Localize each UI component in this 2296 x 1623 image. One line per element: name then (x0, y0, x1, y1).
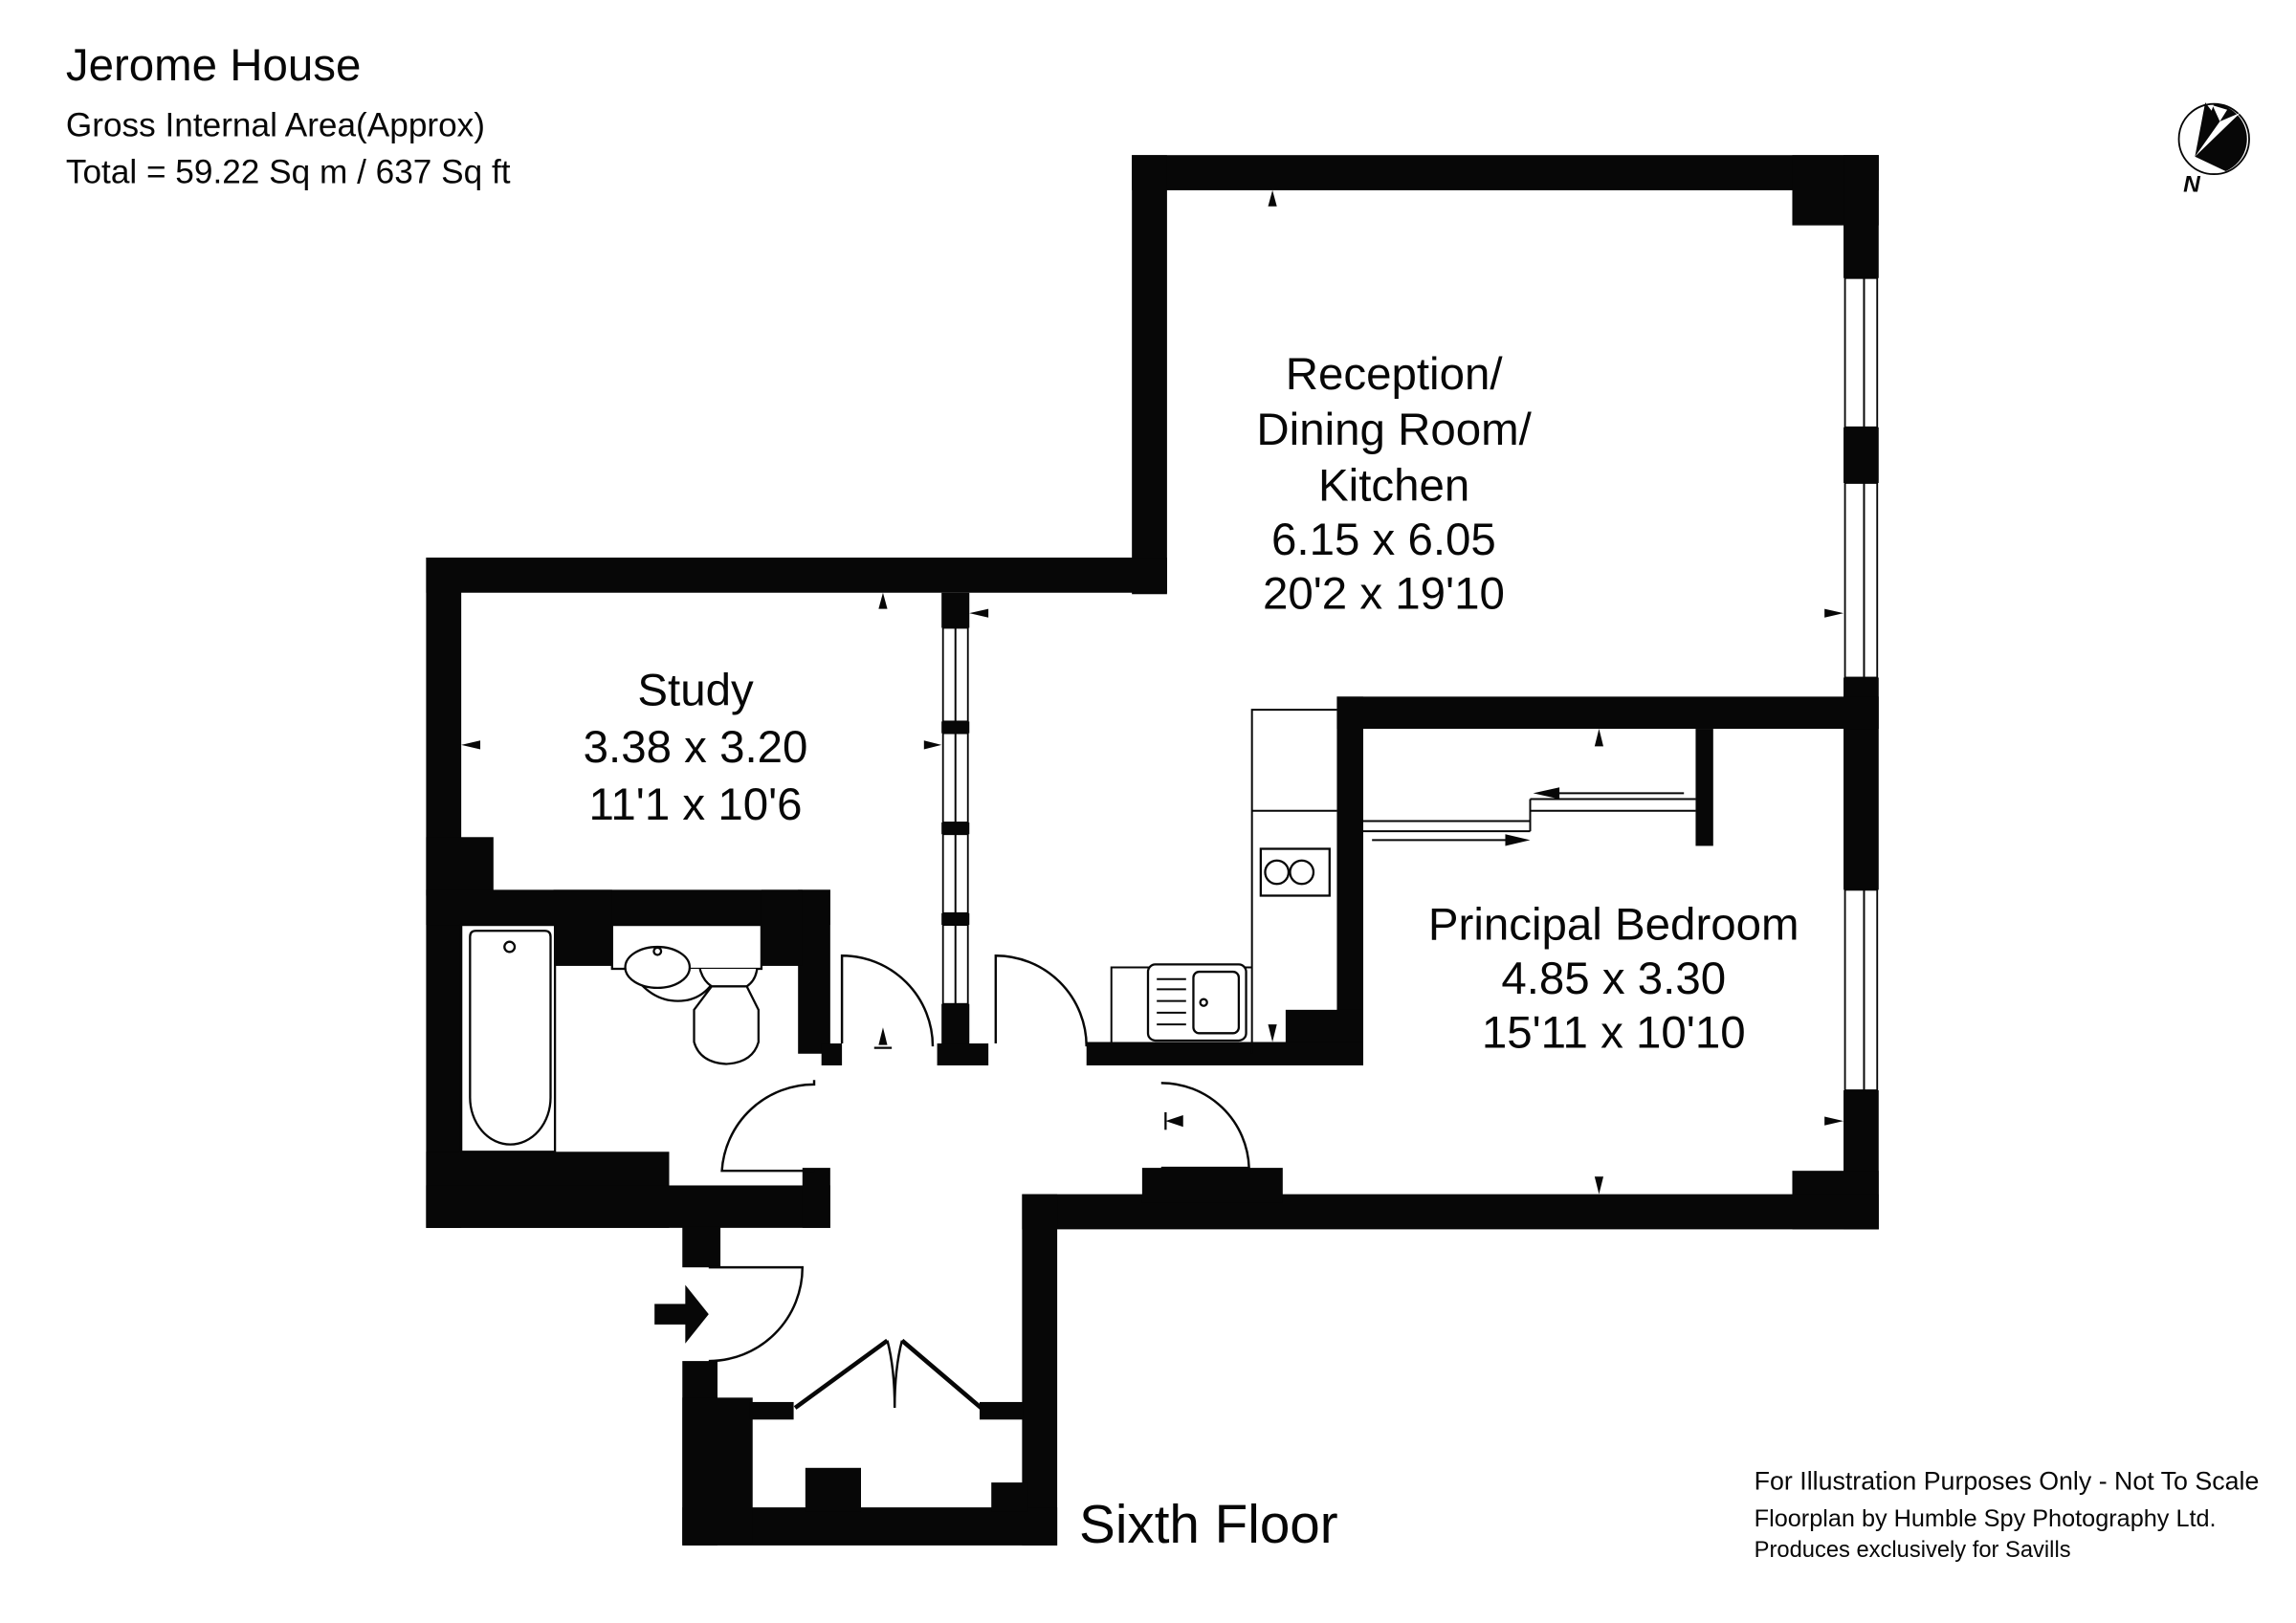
room-name-line: Principal Bedroom (1428, 899, 1799, 950)
header: Jerome House Gross Internal Area(Approx)… (66, 40, 511, 190)
bath-icon (459, 923, 557, 1153)
entrance-arrow-icon (654, 1284, 709, 1344)
footer: For Illustration Purposes Only - Not To … (1755, 1467, 2260, 1563)
room-name-line: Kitchen (1318, 460, 1469, 511)
room-name-line: Study (637, 666, 754, 716)
room-metric: 3.38 x 3.20 (584, 722, 808, 773)
doors (708, 787, 1696, 1410)
basin-icon (610, 923, 763, 1002)
room-metric: 6.15 x 6.05 (1271, 515, 1496, 565)
walls (426, 155, 1879, 1546)
north-arrow-icon: N (2177, 102, 2250, 197)
sink-icon (1146, 963, 1247, 1042)
compass-label: N (2183, 171, 2201, 197)
room-imperial: 20'2 x 19'10 (1263, 569, 1505, 620)
room-imperial: 15'11 x 10'10 (1482, 1008, 1746, 1059)
disclaimer: For Illustration Purposes Only - Not To … (1755, 1467, 2260, 1496)
dimension-markers (461, 189, 1844, 1195)
property-title: Jerome House (66, 40, 362, 91)
room-metric: 4.85 x 3.30 (1501, 954, 1726, 1004)
produced-for: Produces exclusively for Savills (1755, 1538, 2071, 1563)
room-imperial: 11'1 x 10'6 (589, 779, 803, 830)
area-total: Total = 59.22 Sq m / 637 Sq ft (66, 153, 511, 190)
room-name-line: Dining Room/ (1256, 405, 1532, 455)
room-label-study: Study 3.38 x 3.20 11'1 x 10'6 (584, 666, 808, 830)
room-name-line: Reception/ (1286, 349, 1504, 400)
floor-label: Sixth Floor (1079, 1494, 1338, 1554)
area-subtitle: Gross Internal Area(Approx) (66, 106, 485, 143)
toilet-icon (693, 968, 761, 1065)
room-label-principal-bedroom: Principal Bedroom 4.85 x 3.30 15'11 x 10… (1428, 899, 1799, 1058)
room-label-reception: Reception/ Dining Room/ Kitchen 6.15 x 6… (1256, 349, 1532, 620)
credit: Floorplan by Humble Spy Photography Ltd. (1755, 1505, 2217, 1532)
windows (941, 276, 1879, 1091)
hob-icon (1259, 847, 1331, 897)
